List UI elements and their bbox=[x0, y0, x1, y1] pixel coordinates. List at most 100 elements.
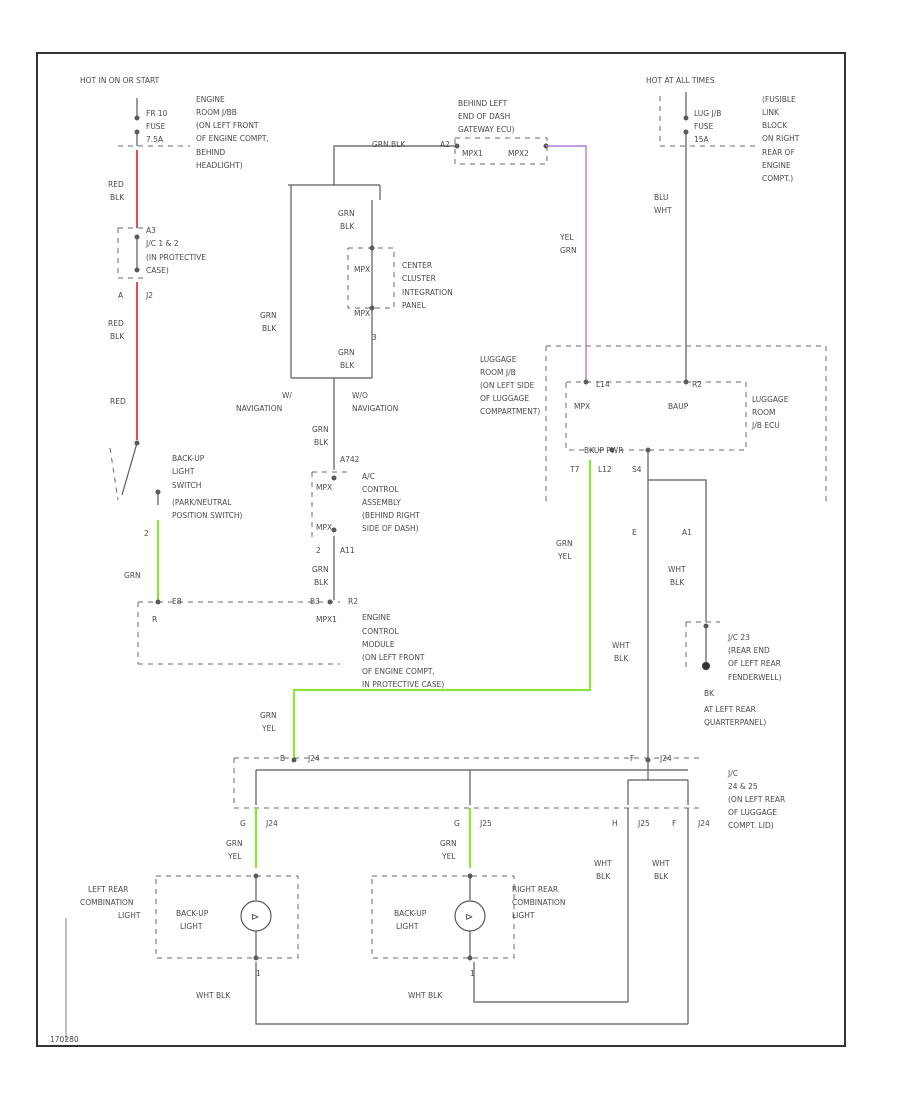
pin-a1-jc23: A1 bbox=[682, 528, 692, 537]
ac-mpx-bottom: MPX bbox=[316, 523, 332, 532]
fuse-right-type: FUSE bbox=[694, 122, 714, 131]
ground-bk: BK bbox=[704, 689, 715, 698]
right-lamp-ground-return bbox=[473, 962, 628, 1003]
ecm-line3: MODULE bbox=[362, 640, 395, 649]
lug-bkup-power: BKUP PWR bbox=[584, 446, 623, 455]
grn-yel-c-top: GRN bbox=[226, 839, 243, 848]
grn-blk-b-top: GRN bbox=[338, 348, 355, 357]
ecm-mpx1: MPX1 bbox=[316, 615, 337, 624]
grn-blk-e-top: GRN bbox=[312, 565, 329, 574]
ac-line3: ASSEMBLY bbox=[362, 498, 401, 507]
jc23-branch-wire bbox=[648, 479, 707, 622]
pin-e: E bbox=[632, 528, 637, 537]
jc23-line4: FENDERWELL) bbox=[728, 673, 782, 682]
lug-room-line4: OF LUGGAGE bbox=[480, 394, 529, 403]
jc24-line5: COMPT. LID) bbox=[728, 821, 774, 830]
pin-f: F bbox=[630, 754, 634, 763]
engine-room-line4: OF ENGINE COMPT, bbox=[196, 134, 269, 143]
wht-blk-c-bottom: BLK bbox=[596, 872, 611, 881]
gateway-line3: GATEWAY ECU) bbox=[458, 125, 515, 134]
right-rear-combination-light: ⊳ bbox=[371, 873, 515, 961]
right-backup-label2: LIGHT bbox=[396, 922, 419, 931]
switch-line5: POSITION SWITCH) bbox=[172, 511, 242, 520]
engine-room-line2: ROOM J/BB bbox=[196, 108, 237, 117]
gateway-pin-a2: A2 bbox=[440, 140, 450, 149]
fuse-left-rating: 7.5A bbox=[146, 135, 164, 144]
pin-a742: A742 bbox=[340, 455, 360, 464]
pin-j2: J2 bbox=[145, 291, 153, 300]
grn-blk-c-bottom: BLK bbox=[262, 324, 277, 333]
center-cluster-box bbox=[347, 245, 395, 311]
pin-j25b: J25 bbox=[637, 819, 650, 828]
grn-blk-a-bottom: BLK bbox=[340, 222, 355, 231]
grn-yel-d-top: GRN bbox=[440, 839, 457, 848]
cluster-line4: PANEL bbox=[402, 301, 427, 310]
ecm-line2: CONTROL bbox=[362, 627, 399, 636]
gateway-line1: BEHIND LEFT bbox=[458, 99, 508, 108]
wht-blk-b-top: WHT bbox=[612, 641, 630, 650]
fusible-line6: ENGINE bbox=[762, 161, 791, 170]
ecm-line5: OF ENGINE COMPT, bbox=[362, 667, 435, 676]
pin-s4: S4 bbox=[632, 465, 642, 474]
pin-f2: F bbox=[672, 819, 676, 828]
jc12-line2: (IN PROTECTIVE bbox=[146, 253, 206, 262]
cluster-line3: INTEGRATION bbox=[402, 288, 453, 297]
rrc-line3: LIGHT bbox=[512, 911, 535, 920]
yel-grn-wire bbox=[546, 145, 587, 380]
grn-yel-c-bottom: YEL bbox=[227, 852, 242, 861]
engine-room-line3: (ON LEFT FRONT bbox=[196, 121, 259, 130]
grn-blk-d-top: GRN bbox=[312, 425, 329, 434]
wht-blk-f-label: WHT BLK bbox=[408, 991, 443, 1000]
fusible-line7: COMPT.) bbox=[762, 174, 793, 183]
fusible-line2: LINK bbox=[762, 108, 780, 117]
mpx-bus-top-wire bbox=[333, 145, 455, 185]
svg-text:⊳: ⊳ bbox=[251, 912, 259, 923]
wht-blk-d-bottom: BLK bbox=[654, 872, 669, 881]
grn-blk-d-bottom: BLK bbox=[314, 438, 329, 447]
jc24-line4: OF LUGGAGE bbox=[728, 808, 777, 817]
rrc-line1: RIGHT REAR bbox=[512, 885, 558, 894]
yel-grn-bottom: GRN bbox=[560, 246, 577, 255]
jc23-line1: J/C 23 bbox=[727, 633, 750, 642]
cluster-line2: CLUSTER bbox=[402, 274, 436, 283]
rrc-line2: COMBINATION bbox=[512, 898, 565, 907]
jc-1-2-junction bbox=[117, 227, 145, 279]
svg-text:⊳: ⊳ bbox=[465, 912, 473, 923]
blu-wht-top: BLU bbox=[654, 193, 668, 202]
lug-ecu-line1: LUGGAGE bbox=[752, 395, 789, 404]
wo-nav-label2: NAVIGATION bbox=[352, 404, 398, 413]
jc24-line3: (ON LEFT REAR bbox=[728, 795, 785, 804]
engine-control-module-box bbox=[137, 599, 340, 665]
fusible-line5: REAR OF bbox=[762, 148, 795, 157]
wht-blk-c-top: WHT bbox=[594, 859, 612, 868]
w-nav-label2: NAVIGATION bbox=[236, 404, 282, 413]
jc23-line3: OF LEFT REAR bbox=[728, 659, 781, 668]
grn-blk-a-top: GRN bbox=[338, 209, 355, 218]
pin-r: R bbox=[152, 615, 157, 624]
lug-room-line1: LUGGAGE bbox=[480, 355, 517, 364]
ecm-line6: IN PROTECTIVE CASE) bbox=[362, 680, 444, 689]
ground-line2: QUARTERPANEL) bbox=[704, 718, 766, 727]
switch-line1: BACK-UP bbox=[172, 454, 205, 463]
jc24-line2: 24 & 25 bbox=[728, 782, 758, 791]
fusible-line3: BLOCK bbox=[762, 121, 788, 130]
red-blk-label2-top: RED bbox=[108, 319, 124, 328]
w-nav-label: W/ bbox=[282, 391, 292, 400]
pin-t7: T7 bbox=[569, 465, 580, 474]
grn-blk-e-bottom: BLK bbox=[314, 578, 329, 587]
red-blk-label-top: RED bbox=[108, 180, 124, 189]
lug-ecu-line2: ROOM bbox=[752, 408, 776, 417]
left-fuse bbox=[134, 98, 140, 146]
lug-room-line5: COMPARTMENT) bbox=[480, 407, 540, 416]
gateway-mpx1: MPX1 bbox=[462, 149, 483, 158]
grn-blk-b-bottom: BLK bbox=[340, 361, 355, 370]
left-backup-label1: BACK-UP bbox=[176, 909, 209, 918]
wo-nav-label: W/O bbox=[352, 391, 368, 400]
ac-line1: A/C bbox=[362, 472, 375, 481]
pin-g2: G bbox=[454, 819, 460, 828]
pin-j24d: J24 bbox=[697, 819, 710, 828]
switch-line3: SWITCH bbox=[172, 481, 201, 490]
gateway-mpx2: MPX2 bbox=[508, 149, 529, 158]
yel-grn-top: YEL bbox=[559, 233, 574, 242]
